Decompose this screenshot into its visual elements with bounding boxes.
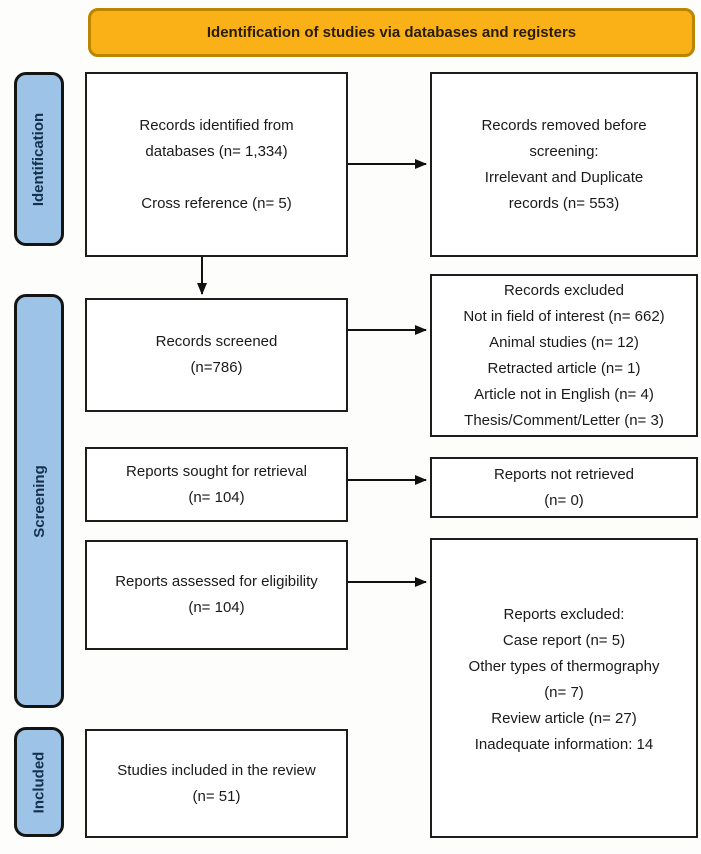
box-text-line: Irrelevant and Duplicate xyxy=(484,168,644,186)
box-text-line: Animal studies (n= 12) xyxy=(489,333,639,351)
stage-screening-label: Screening xyxy=(30,464,48,538)
box-text-line: Thesis/Comment/Letter (n= 3) xyxy=(464,411,664,429)
stage-identification-label: Identification xyxy=(30,112,48,206)
box-records-excluded: Records excluded Not in field of interes… xyxy=(430,274,698,437)
box-text-line: Reports assessed for eligibility xyxy=(115,573,318,590)
box-text-line: (n= 7) xyxy=(544,684,584,701)
box-text-line: Cross reference (n= 5) xyxy=(141,194,292,212)
box-text-line: databases (n= 1,334) xyxy=(145,142,288,160)
box-text-line: Records identified from xyxy=(139,116,294,134)
box-text-line: screening: xyxy=(529,142,599,160)
box-text-line: (n= 51) xyxy=(192,787,241,805)
box-reports-not-retrieved: Reports not retrieved (n= 0) xyxy=(430,457,698,518)
box-records-identified: Records identified from databases (n= 1,… xyxy=(85,72,348,257)
box-text-line: Case report (n= 5) xyxy=(502,632,626,649)
box-text-line: records (n= 553) xyxy=(508,194,620,212)
box-reports-sought: Reports sought for retrieval (n= 104) xyxy=(85,447,348,522)
box-text-line: (n= 104) xyxy=(188,599,245,616)
box-studies-included: Studies included in the review (n= 51) xyxy=(85,729,348,838)
box-text-line: Not in field of interest (n= 662) xyxy=(463,307,665,325)
banner-label: Identification of studies via databases … xyxy=(206,24,577,41)
stage-identification: Identification xyxy=(14,72,64,246)
box-records-screened: Records screened (n=786) xyxy=(85,298,348,412)
box-text-line: Reports not retrieved xyxy=(493,465,635,483)
box-text-line: Article not in English (n= 4) xyxy=(474,385,654,403)
box-reports-assessed: Reports assessed for eligibility (n= 104… xyxy=(85,540,348,650)
box-text-line: (n= 104) xyxy=(188,488,245,506)
box-reports-excluded: Reports excluded: Case report (n= 5) Oth… xyxy=(430,538,698,838)
box-records-removed: Records removed before screening: Irrele… xyxy=(430,72,698,257)
box-text-line: Reports excluded: xyxy=(503,606,625,623)
box-text-line: Review article (n= 27) xyxy=(491,710,637,727)
box-text-line: Records removed before xyxy=(481,116,647,134)
box-text-line: Studies included in the review xyxy=(117,761,316,779)
box-text-line: Records screened xyxy=(155,333,278,350)
stage-screening: Screening xyxy=(14,294,64,708)
stage-included: Included xyxy=(14,727,64,837)
banner-identification-of-studies: Identification of studies via databases … xyxy=(88,8,695,57)
box-text-line: (n=786) xyxy=(190,359,243,376)
box-text-line xyxy=(95,165,338,191)
box-text-line: Inadequate information: 14 xyxy=(474,736,654,753)
box-text-line: Retracted article (n= 1) xyxy=(487,359,641,377)
box-text-line: Other types of thermography xyxy=(468,658,660,675)
box-text-line: Records excluded xyxy=(503,281,625,299)
stage-included-label: Included xyxy=(30,751,48,813)
box-text-line: Reports sought for retrieval xyxy=(126,462,307,480)
box-text-line: (n= 0) xyxy=(544,491,584,509)
